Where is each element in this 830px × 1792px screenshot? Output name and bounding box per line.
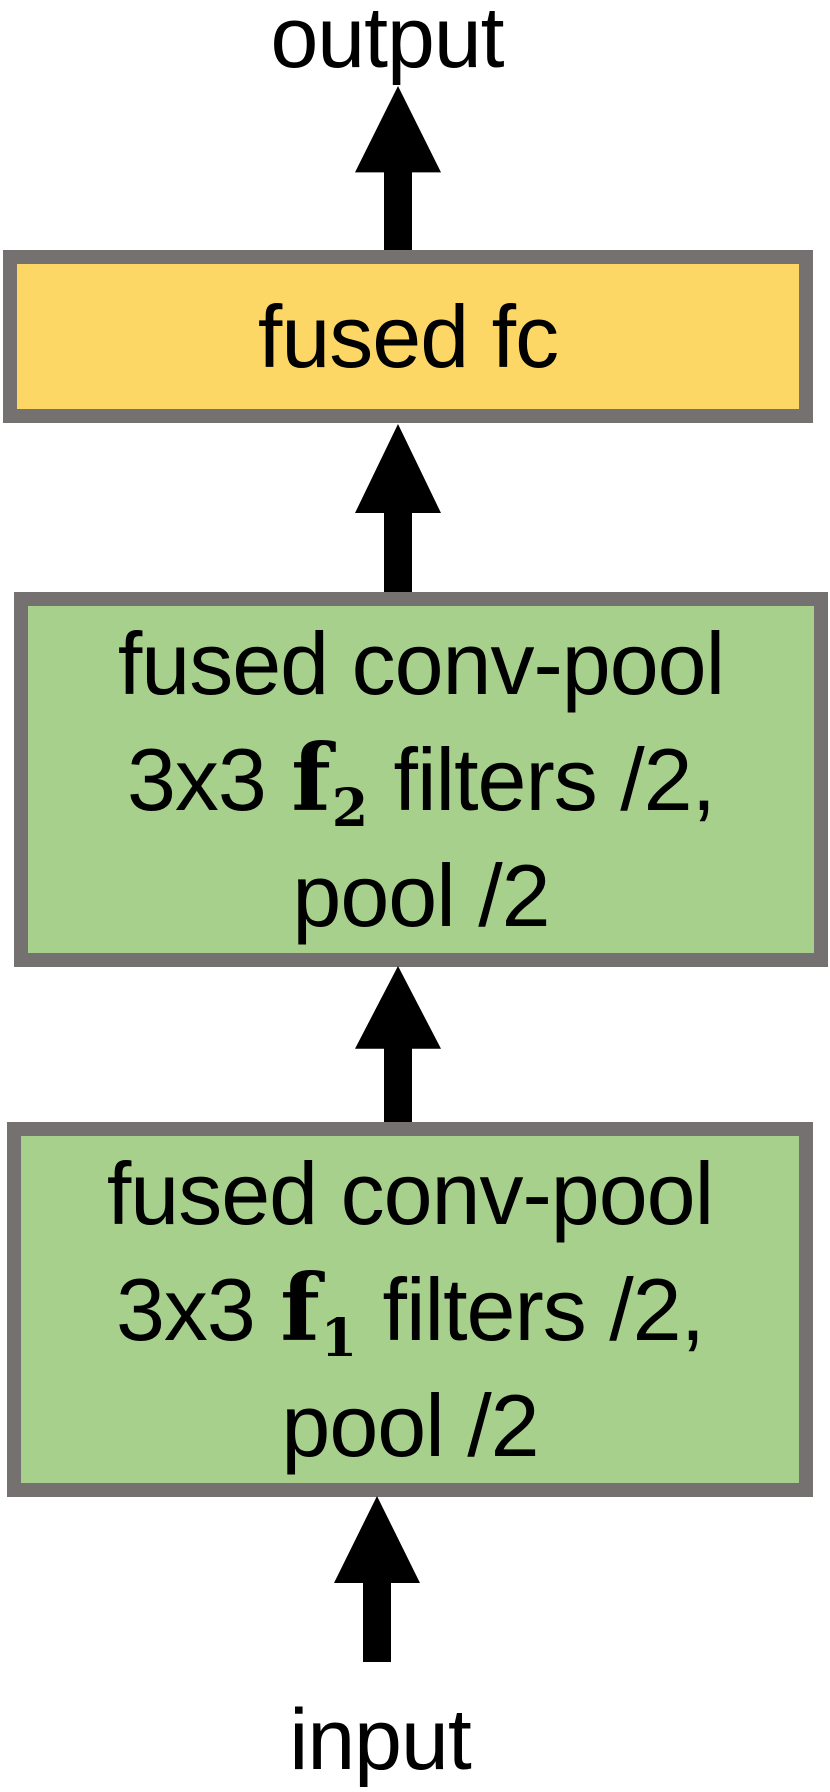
conv-pool-2-line-3: pool /2 [292,845,550,945]
filter-count-subscript: 2 [331,777,368,839]
conv-pool-1-line-1: fused conv-pool [106,1143,714,1243]
conv-pool-1-line-2: 3x3 f1 filters /2, [115,1252,706,1369]
output-label: output [270,0,504,86]
fused-conv-pool-2-layer-box: fused conv-pool 3x3 f2 filters /2, pool … [14,592,828,967]
fused-conv-pool-1-layer-box: fused conv-pool 3x3 f1 filters /2, pool … [7,1122,813,1497]
up-arrow-icon [355,86,441,251]
up-arrow-icon [334,1496,420,1662]
up-arrow-icon [355,966,441,1124]
filter-count-subscript: 1 [320,1307,357,1369]
up-arrow-icon [355,424,441,594]
filter-stride-suffix: filters /2, [370,729,717,829]
filter-stride-suffix: filters /2, [359,1259,706,1359]
fused-fc-layer-label: fused fc [257,286,559,386]
filter-size-prefix: 3x3 [126,729,290,829]
fused-fc-layer-box: fused fc [3,250,813,423]
conv-pool-2-line-2: 3x3 f2 filters /2, [126,722,717,839]
input-label: input [289,1692,472,1788]
filter-count-symbol: f [291,723,331,832]
conv-pool-1-line-3: pool /2 [281,1375,539,1475]
filter-size-prefix: 3x3 [115,1259,279,1359]
conv-pool-2-line-1: fused conv-pool [117,613,725,713]
filter-count-symbol: f [280,1253,320,1362]
